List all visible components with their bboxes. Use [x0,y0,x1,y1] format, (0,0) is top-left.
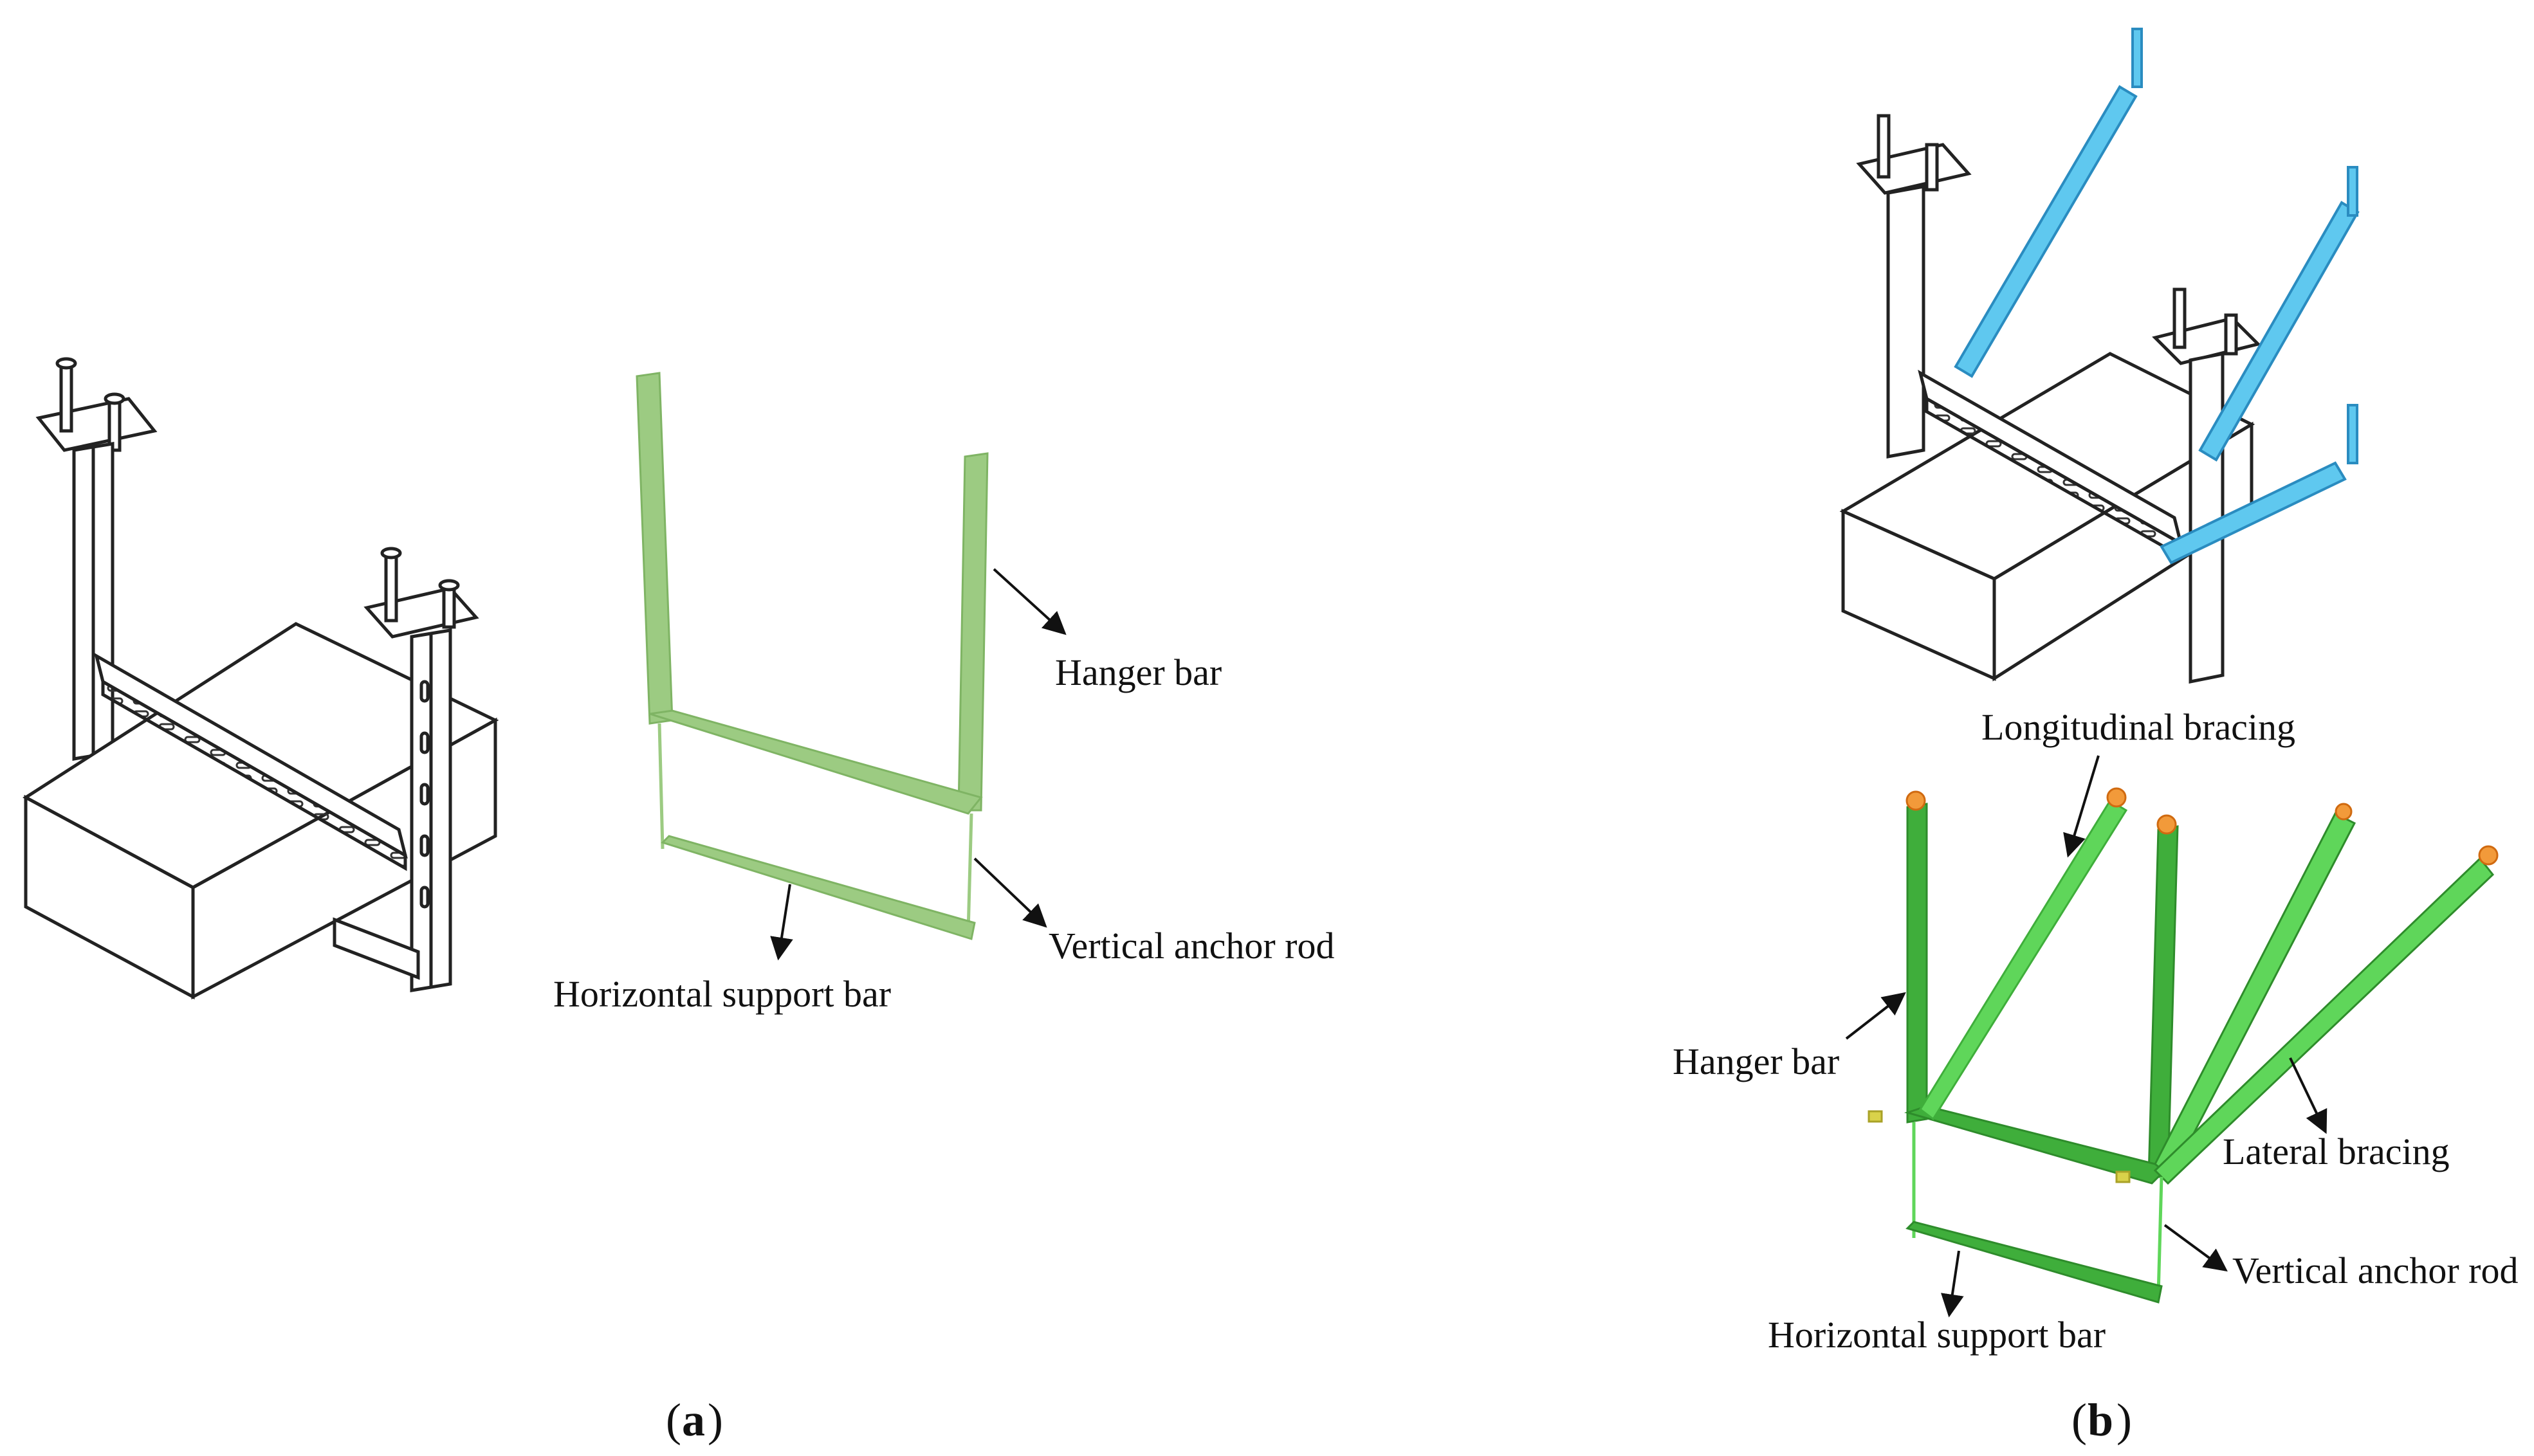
bottom-clip [333,917,420,980]
arrow-horizontal-support-bar-a [770,884,793,961]
panel-b-fe-model [1868,787,2499,1304]
vertical-anchor-rod-model-b [1912,1122,2163,1297]
arrow-hanger-bar-a [993,568,1067,635]
label-vertical-anchor-rod-b: Vertical anchor rod [2232,1250,2518,1291]
caption-a-letter: a [682,1394,705,1446]
panel-a-fe-model [636,372,989,940]
arrow-hanger-bar-b [1845,992,1906,1040]
svg-text:): ) [2116,1394,2132,1446]
label-hanger-bar-a: Hanger bar [1055,651,1222,693]
arrow-vertical-anchor-rod-a [973,857,1047,928]
arrow-vertical-anchor-rod-b [2163,1224,2228,1272]
panel-b: Longitudinal bracing Hanger bar Lateral … [1673,28,2518,1446]
horizontal-support-bar-model [661,835,976,940]
vertical-anchor-rod-model [657,723,973,933]
channel-beam [94,652,408,871]
channel-post-right [410,628,452,992]
longitudinal-bracing-model [1919,799,2128,1121]
label-horizontal-support-bar-b: Horizontal support bar [1768,1314,2106,1356]
hanger-bar-model-b [1904,803,2179,1185]
arrow-longitudinal-bracing [2063,755,2100,858]
caption-b-letter: b [2088,1394,2113,1446]
yellow-markers [1868,1110,2131,1183]
caption-a: ( a ) [666,1394,723,1446]
node-markers [1905,787,2499,866]
panel-b-support-line-drawing [1839,28,2360,684]
arrow-horizontal-support-bar-b [1941,1250,1964,1318]
label-lateral-bracing: Lateral bracing [2223,1131,2450,1172]
lateral-bracing-model [2153,812,2495,1185]
panel-a-support-line-drawing [23,357,499,1000]
channel-post-left [72,442,115,761]
caption-b: ( b ) [2071,1394,2132,1446]
horizontal-support-bar-model-b [1905,1221,2163,1304]
svg-text:(: ( [2071,1394,2087,1446]
panel-b-arrows [1845,755,2327,1318]
svg-text:(: ( [666,1394,681,1446]
hanger-bar-model [636,372,989,815]
label-vertical-anchor-rod-a: Vertical anchor rod [1049,925,1334,967]
label-hanger-bar-b: Hanger bar [1673,1041,1839,1082]
ceiling-plate-right [363,547,479,639]
cyan-bracing [1954,28,2360,565]
arrow-lateral-bracing [2289,1057,2327,1134]
label-horizontal-support-bar-a: Horizontal support bar [553,973,891,1015]
svg-text:): ) [708,1394,723,1446]
label-longitudinal-bracing: Longitudinal bracing [1981,706,2295,748]
ceiling-plate-left [35,357,158,452]
panel-a-arrows [770,568,1067,961]
panel-a: Hanger bar Vertical anchor rod Horizonta… [23,357,1334,1446]
